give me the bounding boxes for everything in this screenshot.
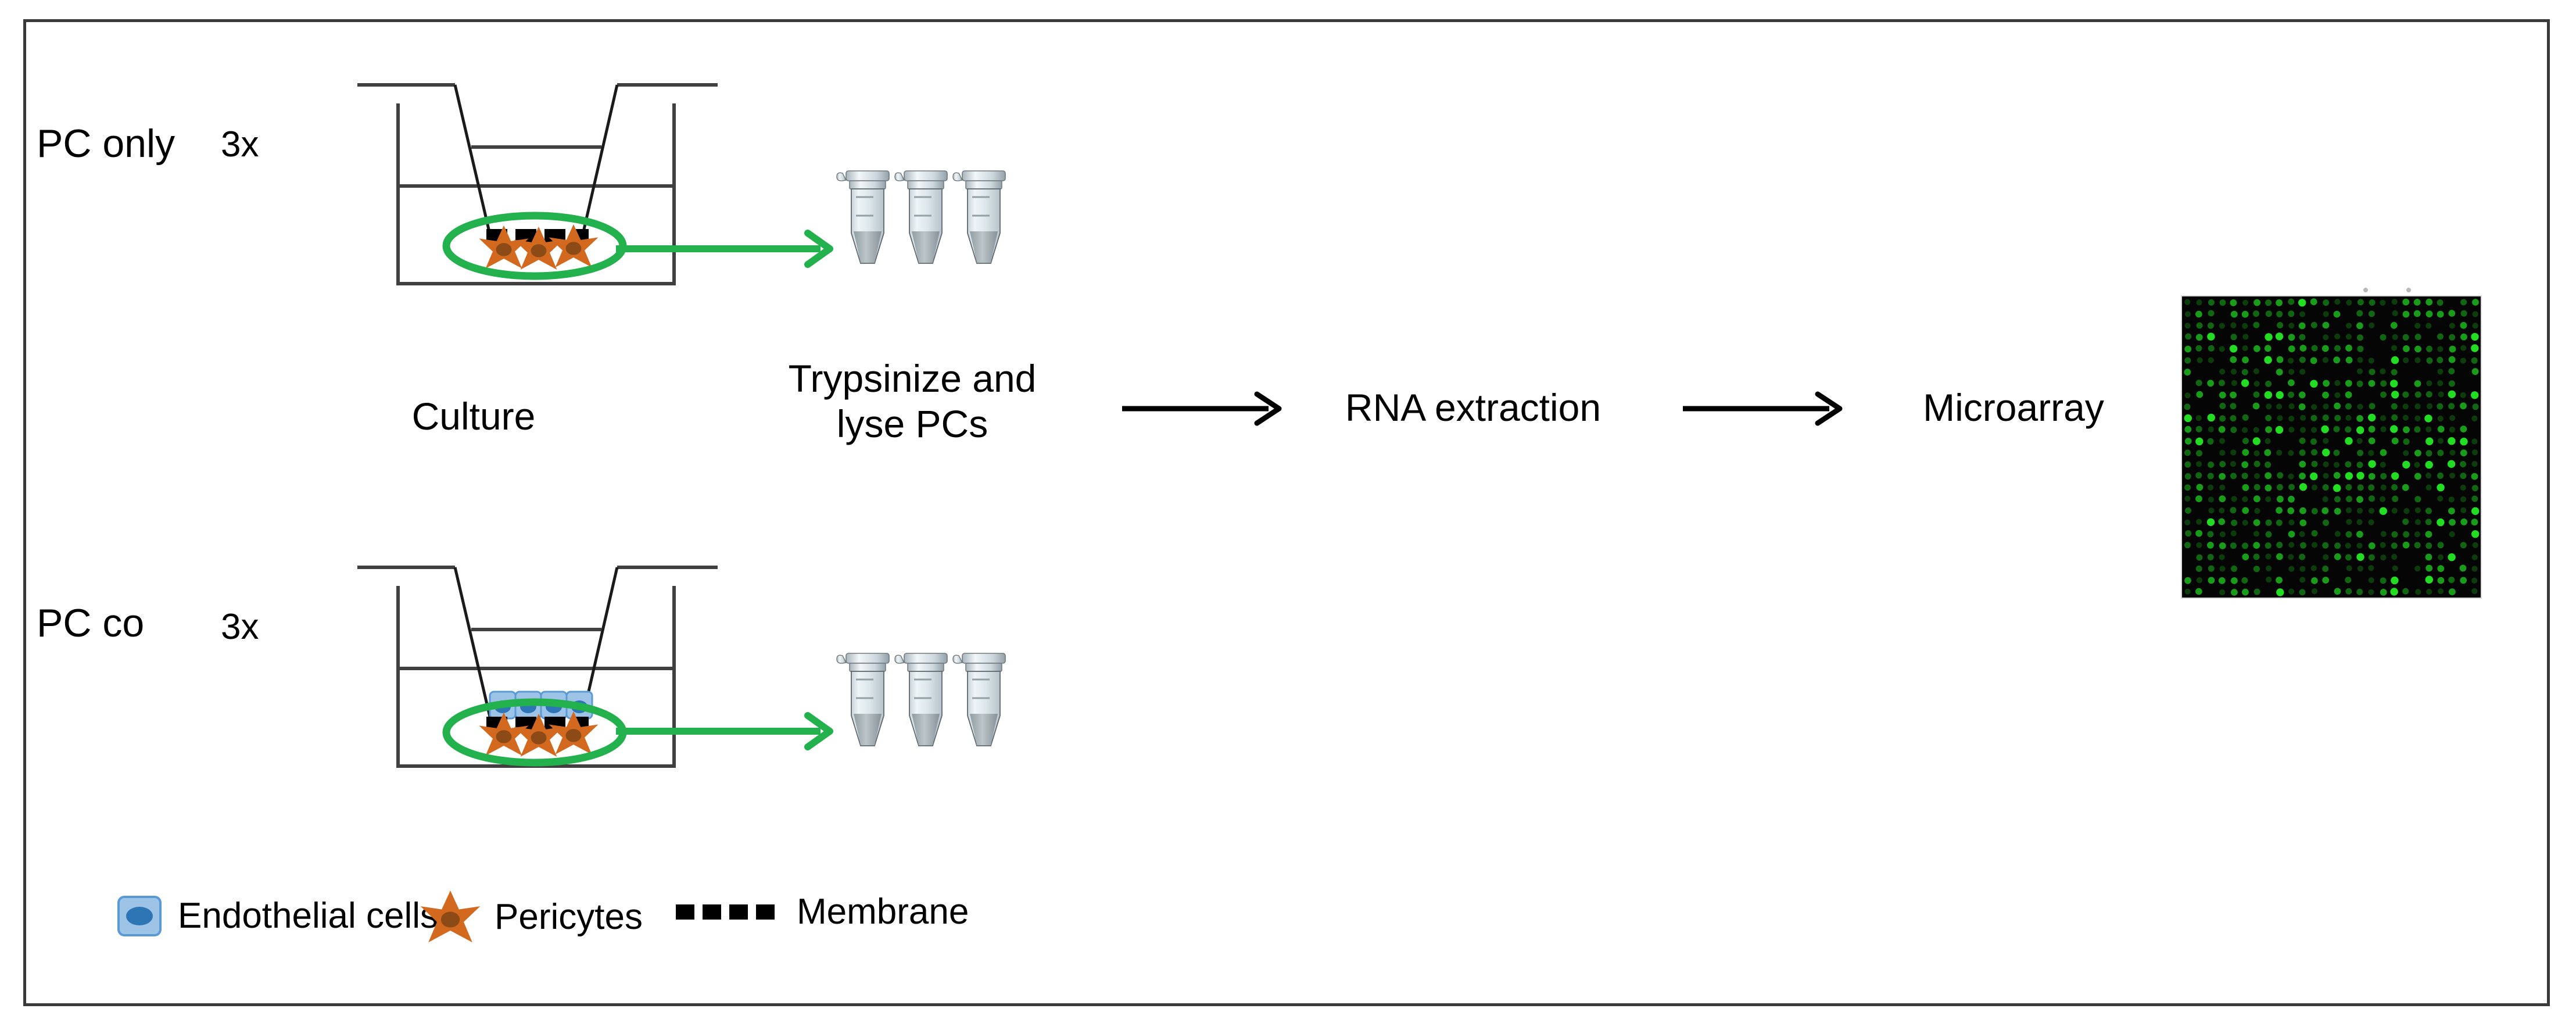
pericyte-group-pc-only xyxy=(479,224,599,270)
replicate-label-pc-only: 3x xyxy=(221,124,259,164)
microarray-spot-grid xyxy=(2181,295,2482,599)
legend-label-endothelial-cells: Endothelial cells xyxy=(178,896,439,936)
legend-label-pericytes: Pericytes xyxy=(495,897,643,937)
transwell-pc-only xyxy=(357,28,718,289)
endothelial-cell-icon xyxy=(116,894,163,938)
transwell-insert-walls-pc-only xyxy=(453,84,619,235)
row-label-pc-only: PC only xyxy=(37,121,175,166)
legend-item-endothelial-cells: Endothelial cells xyxy=(116,894,438,938)
transwell-pc-co xyxy=(357,510,718,772)
pericyte-group-pc-co xyxy=(479,711,599,757)
step-label-culture: Culture xyxy=(411,395,536,438)
eppendorf-tubes-pc-only xyxy=(831,156,1063,301)
figure-frame: PC only 3x xyxy=(23,19,2550,1006)
row-label-pc-co: PC co xyxy=(37,601,145,645)
legend-label-membrane: Membrane xyxy=(797,892,969,932)
arrow-trypsinize-to-rna xyxy=(1119,385,1293,432)
legend-item-pericytes: Pericytes xyxy=(420,888,643,946)
step-label-rna-extraction: RNA extraction xyxy=(1345,386,1602,429)
arrow-pc-only-harvest xyxy=(616,223,848,275)
pericyte-star-icon xyxy=(420,888,481,946)
step-label-trypsinize: Trypsinize and lyse PCs xyxy=(788,357,1037,445)
legend-item-membrane: Membrane xyxy=(671,894,969,930)
arrow-pc-co-harvest xyxy=(616,705,848,757)
eppendorf-tubes-pc-co xyxy=(831,638,1063,784)
microarray-registration-marks xyxy=(2363,288,2411,292)
replicate-label-pc-co: 3x xyxy=(221,607,259,647)
arrow-rna-to-microarray xyxy=(1679,385,1854,432)
dashed-membrane-icon xyxy=(671,899,782,925)
culture-well-outline-pc-only xyxy=(396,103,676,285)
step-label-microarray: Microarray xyxy=(1923,386,2104,429)
